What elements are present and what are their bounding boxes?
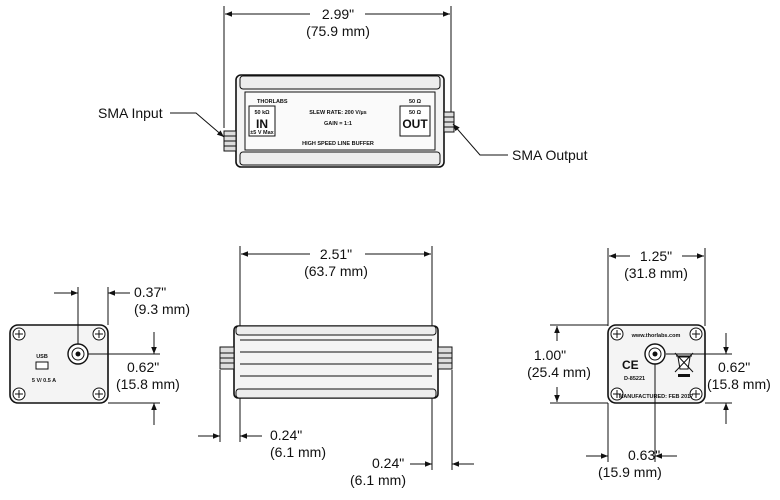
left-end-housing [9,324,109,404]
website: www.thorlabs.com [631,333,681,339]
sma-input-leader [170,112,225,138]
usb-port-icon [35,361,49,370]
dim-label-bg [310,6,365,22]
right-end-view: 1.25" (31.8 mm) www.thorlabs.com CE D-85… [527,247,771,480]
weee-bin-icon [674,352,694,377]
gain: GAIN = 1:1 [324,121,352,127]
slew-rate: SLEW RATE: 200 V/µs [309,110,366,116]
manufactured-date: MANUFACTURED: FEB 2017 [619,394,694,400]
dim-label-bg [630,247,682,263]
side-length-in: 2.51" [320,246,352,262]
out-impedance-header: 50 Ω [409,99,422,105]
height-mm: (15.8 mm) [116,376,180,392]
sma-input-connector [223,130,237,152]
rail [235,388,437,399]
out-box [399,105,431,137]
top-width-mm: (75.9 mm) [306,23,370,39]
conn-width-mm: (15.9 mm) [598,464,662,480]
left-end-view: USB 5 V/ 0.5 A 0.37" (9.3 mm) 0.62" (15.… [9,284,190,425]
screw-icon [92,387,106,401]
dim-label-bg [310,245,365,261]
sma-output-leader [452,123,508,156]
out-impedance: 50 Ω [409,110,422,116]
side-view: 2.51" (63.7 mm) 0.24" (6.1 mm) 0.24" (6.… [198,245,474,488]
sma-right-connector [437,346,453,370]
in-impedance: 50 kΩ [254,110,270,116]
sma-connector-icon [67,343,89,365]
end-height-mm: (25.4 mm) [527,364,591,380]
in-box [248,105,276,137]
sma-connector-icon [644,343,666,365]
in-max: ±5 V Max [250,130,274,136]
side-housing [233,325,439,399]
offset-in: 0.37" [134,284,166,300]
screw-icon [689,387,703,401]
brand-label: THORLABS [257,99,288,105]
conn-height-mm: (15.8 mm) [707,376,771,392]
screw-icon [92,327,106,341]
top-rail [239,75,441,90]
in-label: IN [256,117,268,131]
sma-input-label: SMA Input [98,105,163,121]
offset-mm: (9.3 mm) [134,301,190,317]
sma-output-connector [443,111,455,133]
usb-label: USB [36,354,48,360]
screw-icon [610,387,624,401]
right-overhang-in: 0.24" [372,455,404,471]
end-width-in: 1.25" [640,248,672,264]
conn-width-in: 0.63" [628,447,660,463]
height-in: 0.62" [127,359,159,375]
conn-height-in: 0.62" [718,359,750,375]
product-name: HIGH SPEED LINE BUFFER [302,141,374,147]
end-width-mm: (31.8 mm) [624,265,688,281]
side-length-mm: (63.7 mm) [304,263,368,279]
top-view: 2.99" (75.9 mm) THORLABS 50 kΩ IN ±5 V M… [98,6,588,168]
bottom-rail [239,151,441,166]
screw-icon [12,327,26,341]
rail [235,325,437,336]
screw-icon [689,327,703,341]
screw-icon [12,387,26,401]
end-height-in: 1.00" [534,347,566,363]
left-overhang-in: 0.24" [270,427,302,443]
power-rating: 5 V/ 0.5 A [32,378,56,384]
sma-left-connector [219,346,235,370]
screw-icon [610,327,624,341]
sma-output-label: SMA Output [512,147,588,163]
weee-code: D-85221 [624,376,645,382]
right-overhang-mm: (6.1 mm) [350,472,406,488]
left-overhang-mm: (6.1 mm) [270,444,326,460]
ce-mark: CE [622,358,639,372]
out-label: OUT [402,117,428,131]
top-width-in: 2.99" [322,6,354,22]
